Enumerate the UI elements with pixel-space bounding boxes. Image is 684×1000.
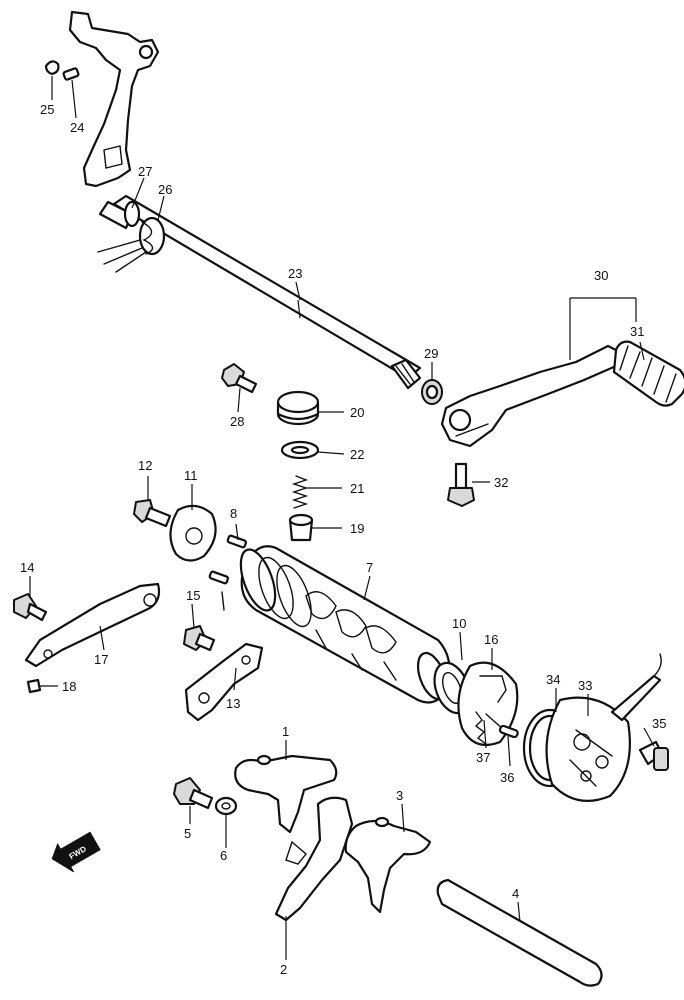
retaining-clip	[44, 60, 60, 76]
label-12: 12	[138, 458, 152, 473]
spring-washer	[123, 200, 141, 228]
label-7: 7	[366, 560, 373, 575]
label-14: 14	[20, 560, 34, 575]
label-11: 11	[184, 468, 198, 483]
label-24: 24	[70, 120, 84, 135]
bolt-28	[221, 363, 258, 394]
label-36: 36	[500, 770, 514, 785]
label-26: 26	[158, 182, 172, 197]
gear-position-cover	[457, 661, 519, 746]
bolt-14	[13, 593, 48, 622]
label-21: 21	[350, 481, 364, 496]
return-spring	[97, 216, 166, 273]
gear-shift-fork-3	[344, 816, 432, 914]
label-31: 31	[630, 324, 644, 339]
label-20: 20	[350, 405, 364, 420]
label-29: 29	[424, 346, 438, 361]
label-8: 8	[230, 506, 237, 521]
oil-seal	[421, 379, 443, 405]
cam-driven-plate	[169, 504, 217, 562]
gear-shift-cam	[239, 545, 451, 704]
label-4: 4	[512, 886, 519, 901]
gasket	[280, 440, 320, 460]
gear-shift-pedal	[440, 344, 622, 448]
gear-shift-shaft	[98, 194, 422, 390]
cam-pin-small	[208, 570, 230, 611]
label-17: 17	[94, 652, 108, 667]
gear-shift-fork-1	[234, 754, 338, 834]
switch-pin	[498, 724, 519, 739]
gear-position-switch	[545, 653, 662, 802]
label-22: 22	[350, 447, 364, 462]
pedal-rubber	[612, 340, 684, 407]
label-2: 2	[280, 962, 287, 977]
label-35: 35	[652, 716, 666, 731]
gear-shift-arm	[68, 10, 160, 188]
plug-bolt	[276, 390, 320, 426]
gear-shift-fork-2	[274, 796, 354, 922]
bolt-15	[183, 625, 216, 652]
label-37: 37	[476, 750, 490, 765]
label-1: 1	[282, 724, 289, 739]
label-23: 23	[288, 266, 302, 281]
cam-guide	[184, 642, 264, 722]
label-18: 18	[62, 679, 76, 694]
label-32: 32	[494, 475, 508, 490]
label-15: 15	[186, 588, 200, 603]
switch-bolt	[638, 740, 669, 771]
label-16: 16	[484, 632, 498, 647]
washer-18	[26, 678, 42, 694]
spring-pin	[62, 67, 80, 81]
stopper-pin	[288, 513, 314, 542]
label-19: 19	[350, 521, 364, 536]
label-28: 28	[230, 414, 244, 429]
washer-6	[214, 796, 238, 816]
label-6: 6	[220, 848, 227, 863]
label-10: 10	[452, 616, 466, 631]
spring-37	[474, 711, 487, 745]
label-34: 34	[546, 672, 560, 687]
leader-lines	[29, 76, 655, 960]
bolt-32	[447, 462, 475, 507]
stopper-spring	[291, 475, 309, 509]
bolt-5	[173, 777, 214, 810]
cam-pin	[226, 534, 248, 549]
part-labels: 25 24 27 26 23 30 31 29 28 20 22 21 19 3…	[20, 102, 666, 977]
cam-stopper-lever	[24, 582, 161, 668]
label-30: 30	[594, 268, 608, 283]
forward-arrow-icon: FWD	[51, 831, 101, 873]
label-3: 3	[396, 788, 403, 803]
label-13: 13	[226, 696, 240, 711]
fork-shaft	[436, 878, 603, 987]
label-25: 25	[40, 102, 54, 117]
label-5: 5	[184, 826, 191, 841]
label-33: 33	[578, 678, 592, 693]
label-27: 27	[138, 164, 152, 179]
bolt-12	[133, 499, 172, 528]
